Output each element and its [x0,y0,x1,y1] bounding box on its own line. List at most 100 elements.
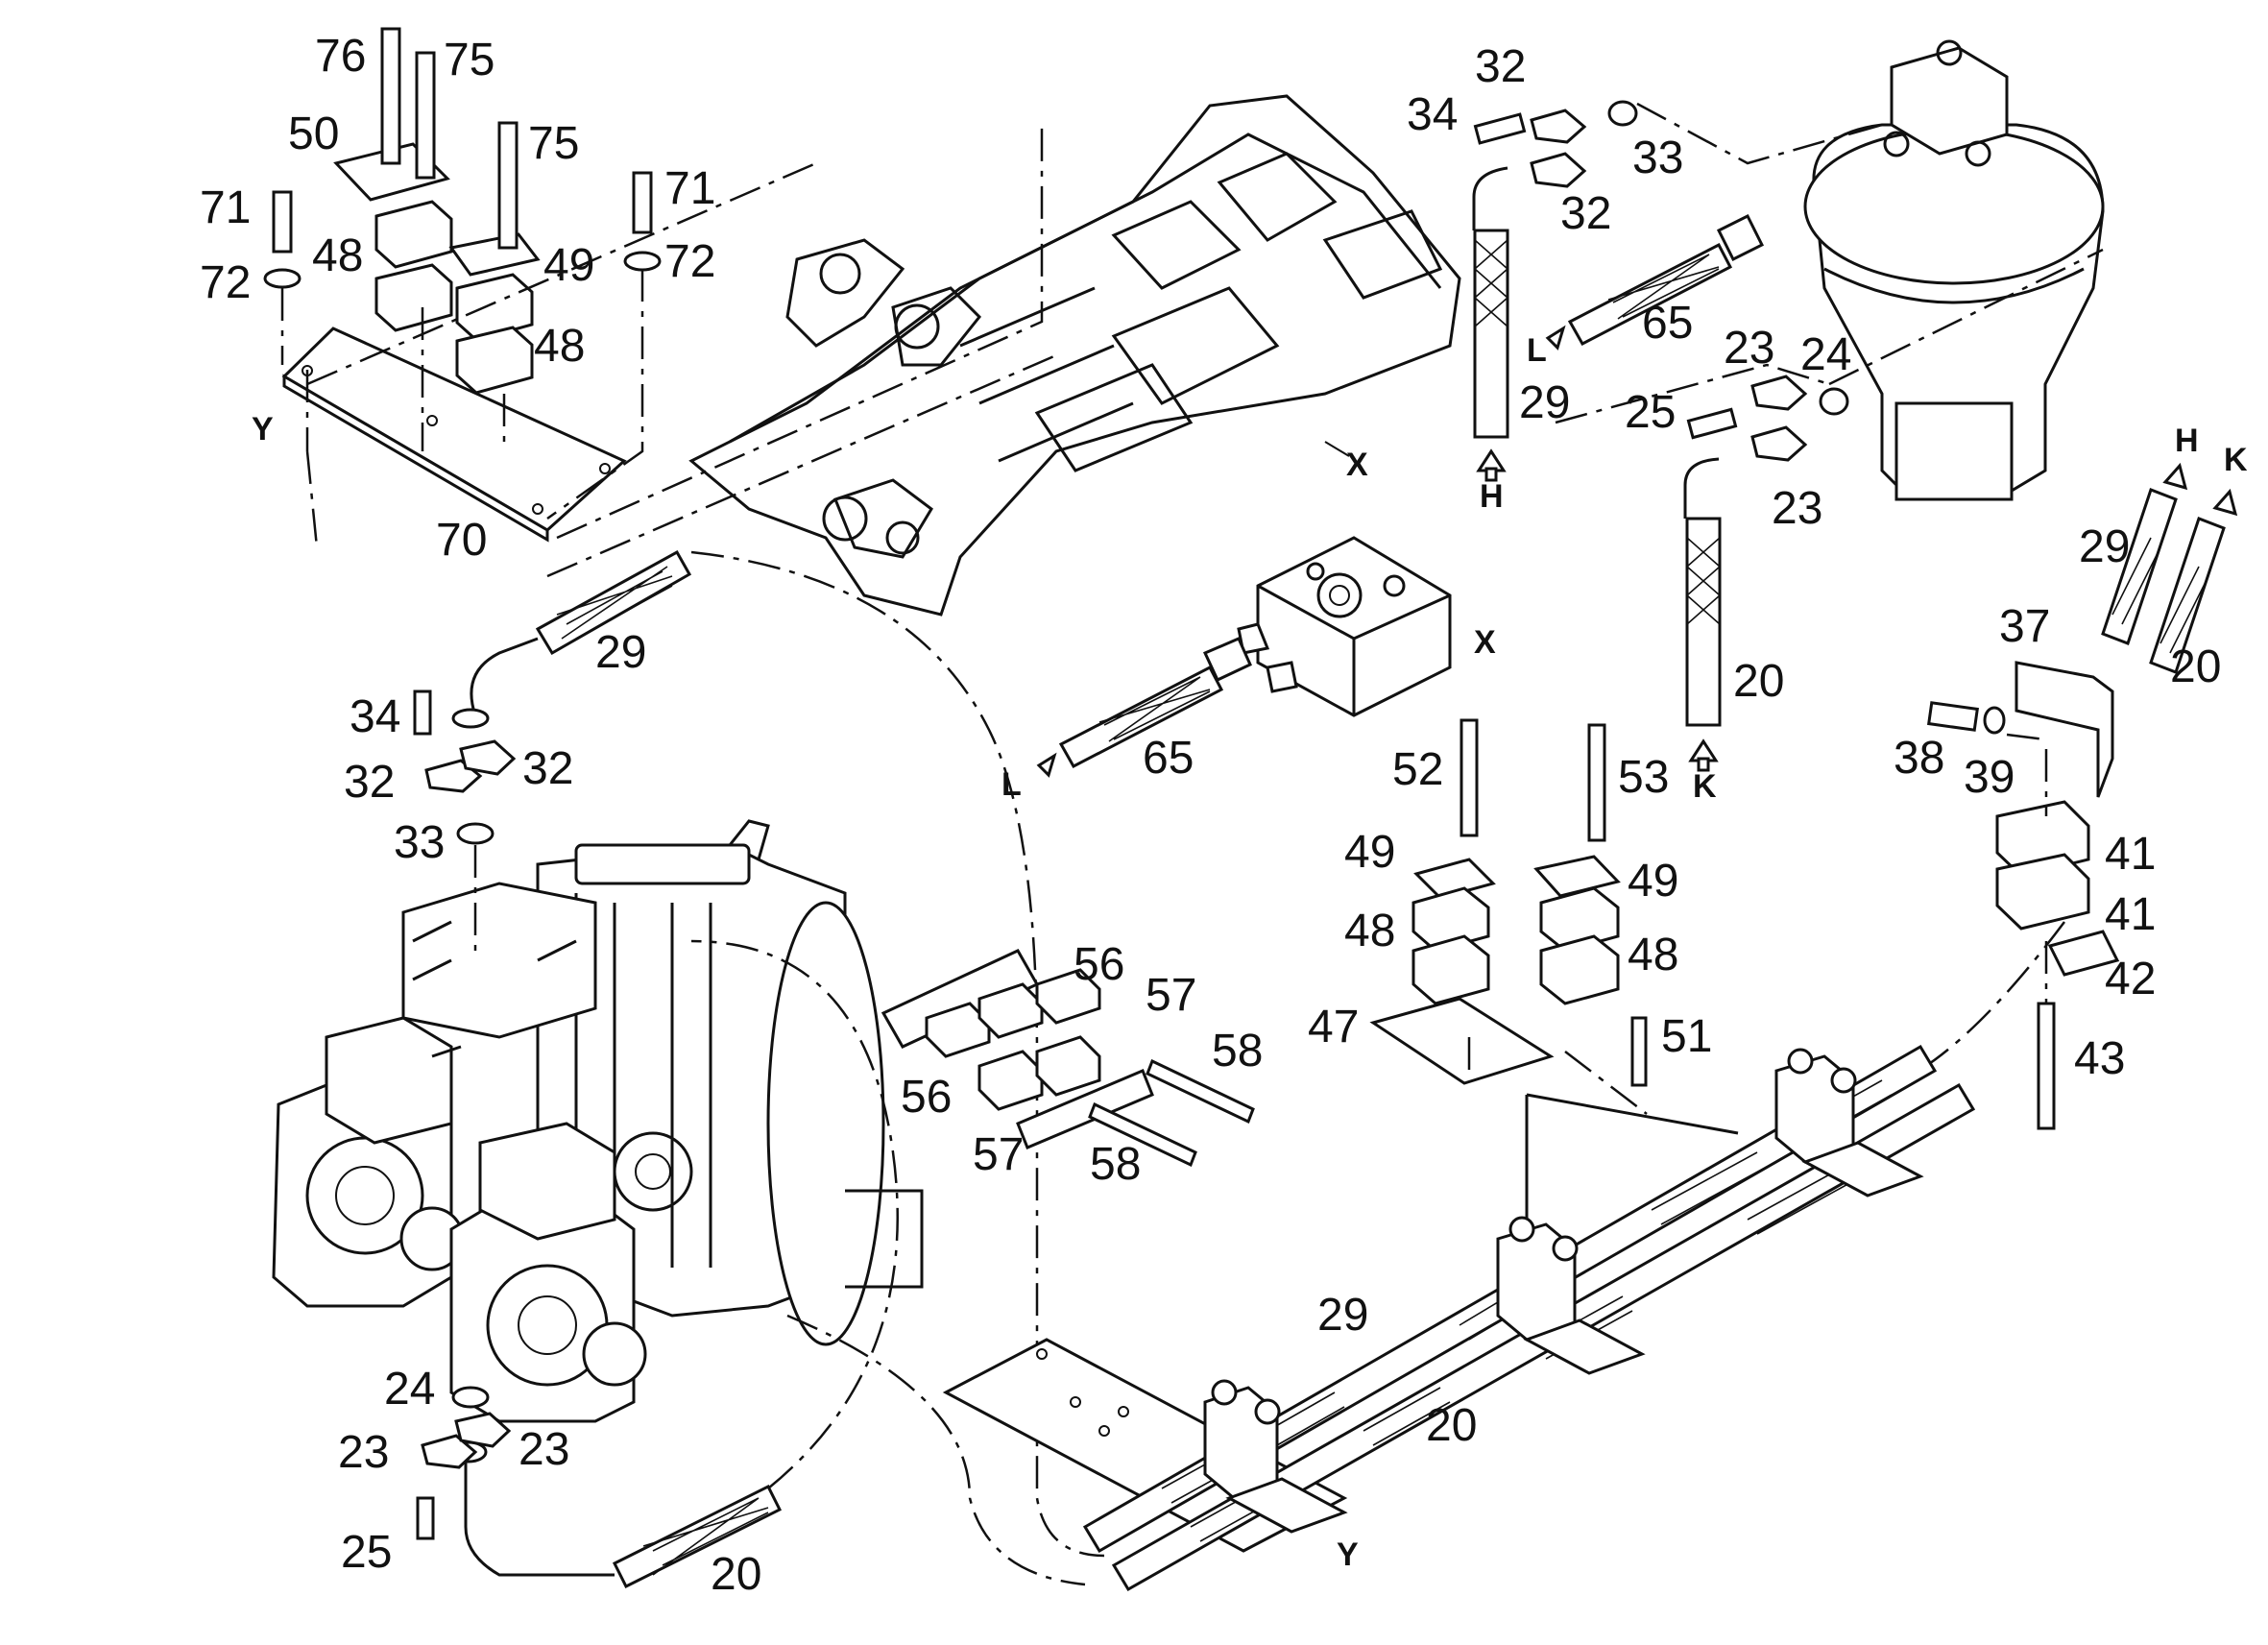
callout-24-b: 24 [384,1364,435,1415]
arrow-H-right [2162,462,2188,491]
callout-25-a: 25 [1625,387,1676,438]
hose-20-upper [1685,517,1722,727]
callout-76: 76 [315,31,366,82]
hose-65-L-upper [1545,213,1765,351]
clamp-41-lower [1995,853,2090,931]
valve-block-X [1237,536,1452,717]
clamp-57-b [1035,1035,1101,1097]
frame-outline [688,94,1461,617]
callout-labels: 76 75 50 75 71 71 72 48 49 72 48 Y 70 29… [200,31,2248,1600]
callout-47: 47 [1308,1002,1359,1052]
flange-kit-20-motor [1686,375,1849,462]
callout-29-c: 29 [2079,521,2130,572]
bolt-71-right [632,171,653,234]
washer-39 [1983,706,2006,735]
callout-37: 37 [1999,601,2050,652]
callout-57-a: 57 [1146,970,1196,1021]
callout-L-1: L [1527,332,1547,369]
valve-block-top [401,882,597,1039]
callout-70: 70 [436,515,487,566]
callout-49-b: 49 [1344,827,1395,878]
o-ring-24-motor [1819,387,1849,416]
callout-33-a: 33 [394,817,445,868]
bolt-51 [1630,1016,1648,1087]
clamp-half-48-lower [374,263,453,332]
callout-56-b: 56 [901,1072,952,1123]
arrow-K-right [2212,488,2238,517]
hose-20-pump [612,1484,783,1589]
callout-43: 43 [2074,1033,2125,1084]
bolt-71-left [272,190,293,254]
callout-39: 39 [1964,752,2015,803]
frame-cross-member [1111,286,1280,405]
washer-72-right [623,251,662,272]
callout-58-a: 58 [1212,1026,1263,1077]
callout-32-d: 32 [1560,188,1611,239]
callout-23-b: 23 [1772,483,1822,534]
plate-42 [2047,930,2120,977]
callout-58-b: 58 [1090,1139,1141,1190]
callout-48-d: 48 [1628,930,1678,980]
screw-34-motor [1473,112,1527,145]
strap-plate-57 [1016,1069,1154,1149]
callout-32-a: 32 [344,757,395,808]
callout-32-c: 32 [1475,41,1526,92]
flange-kit-29-motor [1473,100,1638,188]
clamp-48-left-a [1411,886,1490,953]
clamp-56-upper [1035,968,1101,1025]
flange-kit-20-pump [416,1386,512,1540]
valve-block-right [478,1122,616,1241]
callout-23-c: 23 [338,1427,389,1478]
callout-52: 52 [1392,744,1443,795]
screw-25-pump [416,1496,435,1540]
hose-65-L-lower [1036,637,1252,778]
callout-X-1: X [1346,447,1368,483]
callout-38: 38 [1894,733,1944,784]
hose-29-upper [1473,229,1509,439]
callout-29-b: 29 [1519,377,1570,428]
bolt-76 [380,27,401,165]
callout-75-a: 75 [444,35,495,85]
flange-half-23-a [421,1434,478,1469]
callout-50: 50 [288,109,339,159]
valve-block-left [325,1016,453,1145]
callout-32-b: 32 [522,743,573,794]
hose-29-right [2101,488,2178,645]
callout-71-b: 71 [664,163,715,214]
clamp-half-49 [455,273,534,342]
callout-20-d: 20 [711,1549,761,1600]
callout-29-d: 29 [1317,1290,1368,1341]
callout-33-b: 33 [1632,133,1683,183]
flange-half-23-c [1750,375,1808,411]
bolt-52 [1460,718,1479,837]
callout-Y-2: Y [1337,1536,1359,1573]
callout-23-d: 23 [519,1424,569,1475]
callout-49-c: 49 [1628,856,1678,907]
hoses-right-HK [1910,462,2238,1077]
pipe-29-pump-top [451,549,692,729]
bolt-75b [497,121,519,250]
screw-25-motor [1686,407,1738,440]
callout-51: 51 [1661,1011,1712,1062]
hose-65-lower [1058,665,1224,768]
hose-29-H [1472,166,1509,482]
flange-half-32-d [1530,152,1587,188]
callout-75-b: 75 [528,118,579,169]
travel-motor [1803,39,2105,501]
hose-65-upper [1567,242,1733,346]
callout-56-a: 56 [1074,939,1124,990]
callout-X-2: X [1474,624,1496,661]
callout-H-2: H [2175,423,2199,459]
clamp-half-48-upper [374,200,453,269]
callout-57-b: 57 [973,1129,1024,1180]
flange-half-32-c [1530,109,1587,144]
hose-run-bottom [942,1044,1976,1592]
flange-half-23-b [454,1412,512,1448]
callout-53: 53 [1618,752,1669,803]
bell-housing [766,901,885,1346]
clamp-48-left-b [1411,934,1490,1005]
callout-20-a: 20 [1733,656,1784,707]
callout-L-2: L [1001,766,1022,803]
o-ring-24-pump [451,1386,490,1409]
callout-K-1: K [1693,768,1717,805]
